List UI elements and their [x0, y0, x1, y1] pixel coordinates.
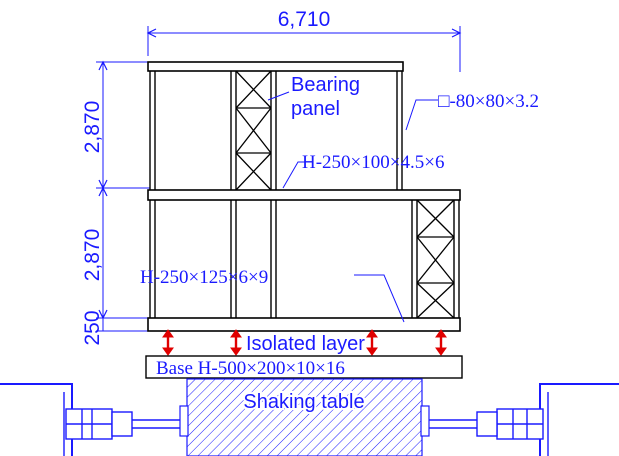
left-actuator — [0, 383, 180, 456]
isolators — [162, 329, 447, 356]
lower-bearing-panel-bracing — [416, 199, 455, 319]
bearing-panel-label-line2: panel — [291, 98, 340, 120]
height-dimensions: 2,870 2,870 250 — [81, 60, 150, 346]
roof-beam — [147, 61, 404, 72]
base-beam — [145, 355, 463, 379]
isolator-3 — [366, 329, 378, 356]
upper-bearing-panel-bracing — [235, 70, 272, 191]
shaking-table-label: Shaking table — [243, 391, 364, 413]
bearing-panel-label-line1: Bearing — [291, 74, 360, 96]
story-2-height-label: 2,870 — [81, 101, 104, 154]
shaking-table: Shaking table — [179, 378, 430, 456]
width-dimension: 6,710 — [146, 8, 462, 72]
lower-beam-label: H-250×125×6×9 — [140, 267, 268, 288]
upper-beam-label: H-250×100×4.5×6 — [302, 152, 444, 173]
isolator-2 — [230, 329, 242, 356]
member-labels: Bearing panel □-80×80×3.2 H-250×100×4.5×… — [140, 74, 539, 323]
isolation-height-label: 250 — [81, 310, 104, 345]
isolator-1 — [162, 329, 174, 356]
second-floor-beam — [147, 189, 461, 201]
isolated-layer-label: Isolated layer — [246, 333, 365, 355]
overall-width-label: 6,710 — [278, 8, 331, 31]
base-beam-label: Base H-500×200×10×16 — [156, 358, 345, 379]
steel-frame — [147, 61, 461, 332]
ground-beam — [147, 317, 461, 332]
column-section-label: □-80×80×3.2 — [438, 91, 539, 112]
right-actuator — [429, 383, 619, 456]
isolator-4 — [435, 329, 447, 356]
story-1-height-label: 2,870 — [81, 229, 104, 282]
